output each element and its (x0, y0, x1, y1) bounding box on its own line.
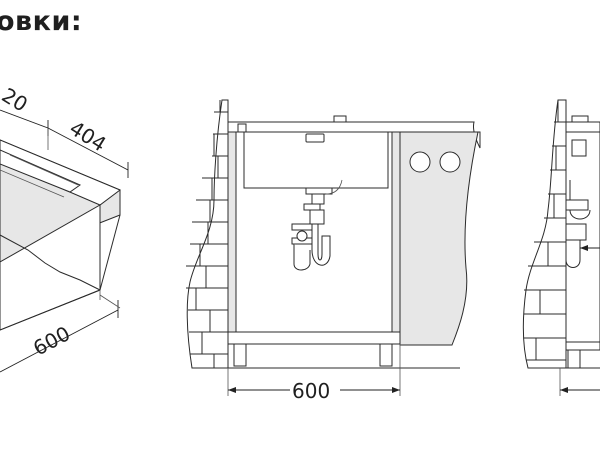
socket-right (439, 151, 461, 173)
dim-label-iso-600: 600 (29, 321, 74, 360)
cabinet-leg-right (379, 343, 393, 367)
side-elevation-view (522, 99, 600, 396)
overflow-slot (305, 133, 325, 143)
isometric-sink-view: 20 404 600 (0, 83, 129, 373)
front-elevation-view: 600 (186, 99, 481, 403)
side-brick-pattern (524, 100, 566, 361)
tap-base (333, 115, 347, 123)
adjacent-unit (399, 131, 479, 346)
socket-left (409, 151, 431, 173)
cabinet-leg-left (233, 343, 247, 367)
dim-label-404: 404 (65, 116, 110, 157)
section-heading: овки: (0, 6, 83, 37)
cabinet-plinth (227, 331, 401, 345)
drain-flange (305, 187, 333, 195)
side-countertop (565, 121, 600, 133)
brick-pattern (186, 100, 228, 368)
side-brick-wall (522, 99, 567, 369)
siphon-trap (291, 193, 331, 271)
iso-sink-rim (0, 149, 82, 193)
dim-label-front-600: 600 (292, 379, 330, 403)
